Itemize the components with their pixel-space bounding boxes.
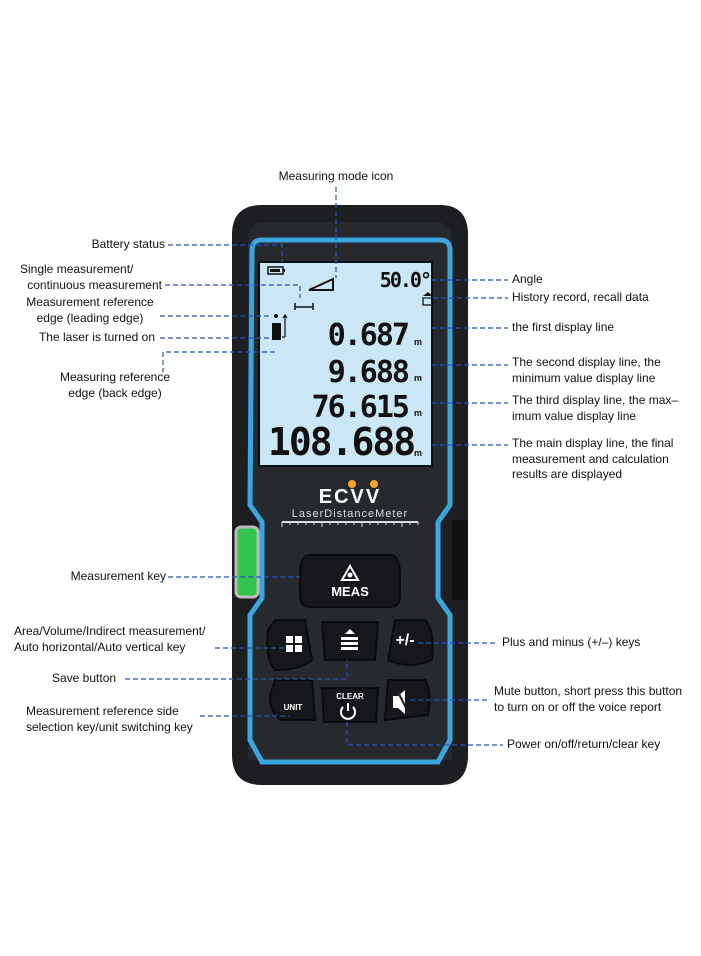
unit-button-shape — [268, 679, 317, 721]
screen — [258, 261, 433, 467]
measuring-mode-icon — [308, 277, 334, 291]
leader-lines — [125, 187, 508, 746]
callout-plus-minus: Plus and minus (+/–) keys — [502, 635, 641, 649]
ruler-ticks — [281, 522, 419, 527]
accent-stripe — [247, 237, 453, 765]
unit-3: m — [414, 408, 423, 418]
bubble-level — [234, 525, 260, 599]
laser-reference-icon — [272, 313, 288, 340]
angle-readout: 50.0° — [379, 268, 432, 292]
power-icon — [340, 703, 356, 720]
callout-angle: Angle — [512, 272, 543, 286]
plusminus-button-shape — [386, 619, 434, 666]
unit-1: m — [414, 337, 423, 347]
callout-laser-on: The laser is turned on — [38, 330, 155, 344]
callout-save: Save button — [52, 671, 117, 685]
callout-mode-icon: Measuring mode icon — [278, 169, 394, 183]
clear-button-shape — [320, 687, 380, 723]
unit-2: m — [414, 373, 423, 383]
single-continuous-icon — [294, 303, 314, 310]
laser-icon — [340, 563, 360, 581]
mute-button-shape — [383, 679, 431, 722]
model-label: LaserDistanceMeter — [291, 508, 409, 520]
callout-battery: Battery status — [91, 237, 165, 251]
meas-button[interactable]: MEAS — [331, 584, 369, 599]
plus-minus-button[interactable]: +/- — [395, 632, 415, 649]
grid-icon — [286, 636, 302, 652]
clear-button[interactable]: CLEAR — [336, 692, 364, 701]
callout-single-cont: Single measurement/continuous measuremen… — [20, 262, 162, 292]
callout-history: History record, recall data — [512, 290, 649, 304]
mute-icon — [393, 690, 405, 714]
main-display-line: 108.688 — [268, 420, 416, 464]
callout-third-line: The third display line, the max–imum val… — [512, 393, 679, 423]
display-line-2: 9.688 — [327, 355, 410, 390]
callout-first-line: the first display line — [512, 320, 615, 334]
unit-main: m — [414, 448, 423, 458]
save-button-shape — [320, 621, 380, 661]
display-line-3: 76.615 — [311, 390, 410, 425]
battery-icon — [267, 266, 285, 275]
brand-logo: ECVV — [318, 486, 382, 508]
display-line-1: 0.687 — [327, 318, 410, 353]
save-icon — [341, 629, 358, 650]
callout-meas-key: Measurement key — [70, 569, 166, 583]
unit-button[interactable]: UNIT — [283, 703, 303, 712]
callout-area-key: Area/Volume/Indirect measurement/Auto ho… — [14, 624, 206, 654]
callout-power: Power on/off/return/clear key — [507, 737, 661, 751]
